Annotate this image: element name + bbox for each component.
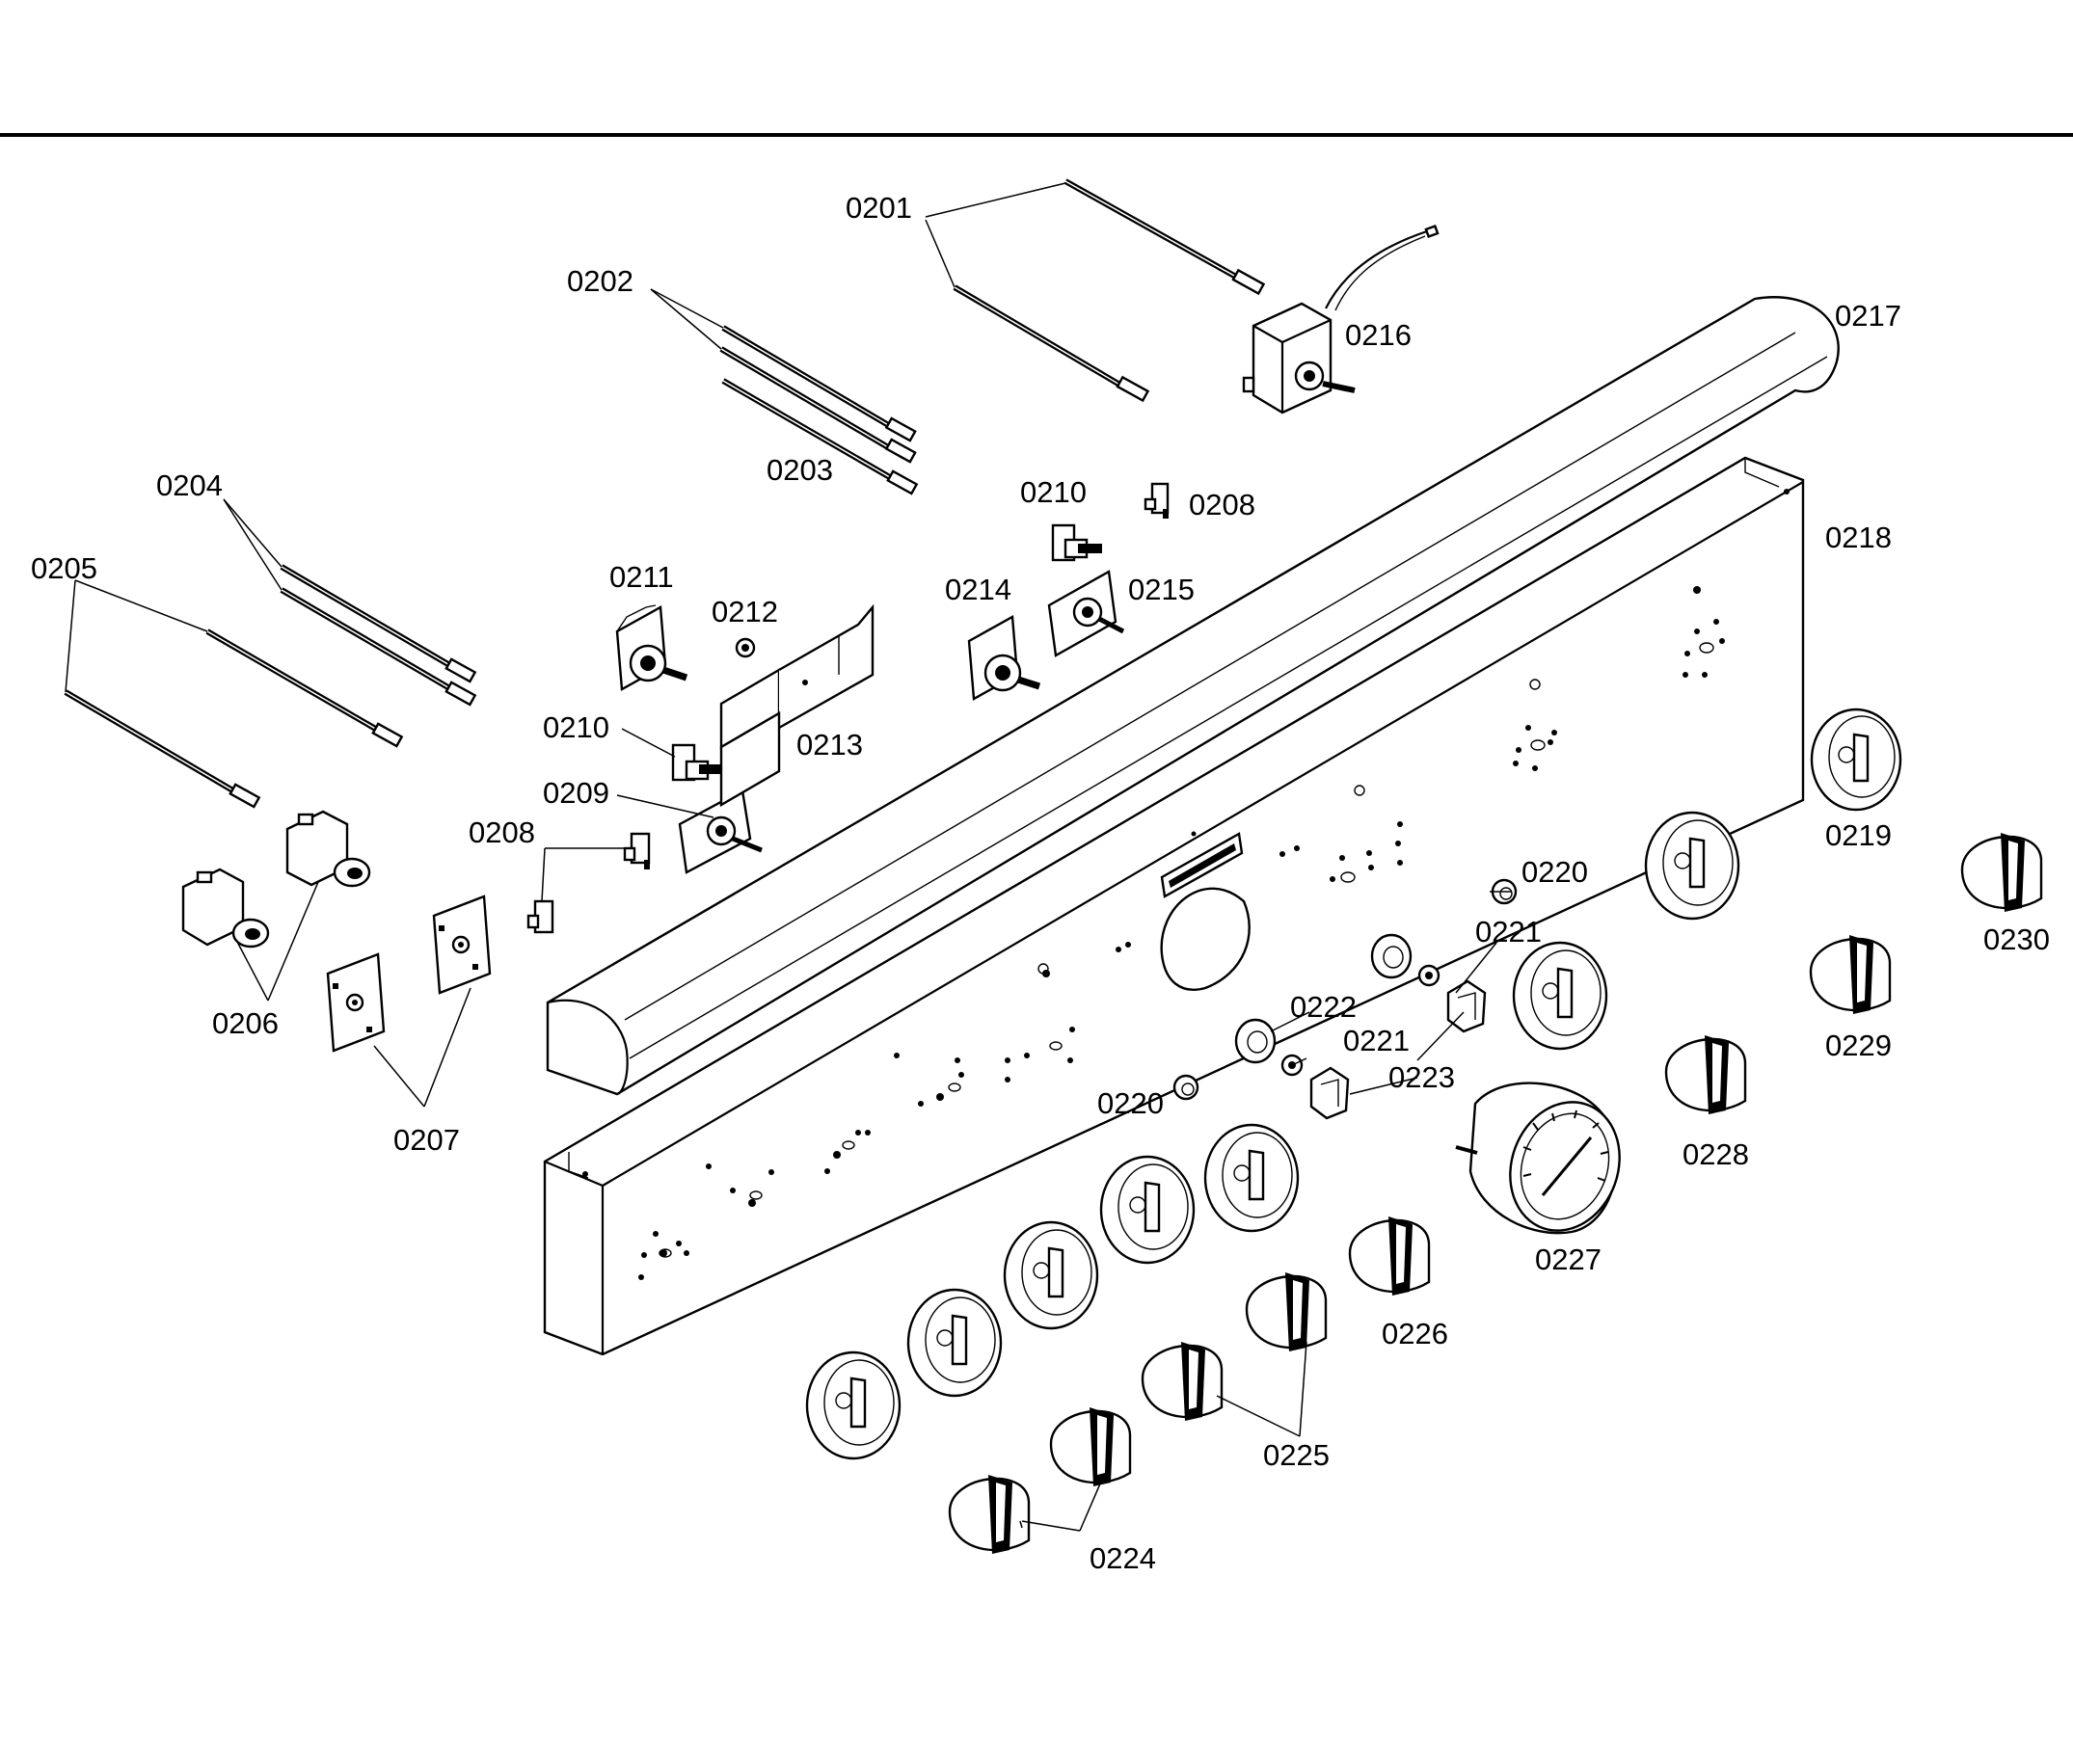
part-0212-grommet: [735, 637, 756, 658]
knob-spade-0224a: [948, 1475, 1031, 1554]
leader-lines: [65, 182, 1512, 1532]
label-0212: 0212: [712, 595, 778, 628]
label-0218: 0218: [1825, 521, 1892, 554]
part-0227-gauge: [1455, 1082, 1621, 1235]
knob-spade-0230: [1960, 833, 2043, 912]
label-0207: 0207: [393, 1123, 460, 1157]
label-0227: 0227: [1535, 1243, 1602, 1276]
label-0229: 0229: [1825, 1029, 1892, 1062]
label-0214: 0214: [945, 573, 1011, 606]
label-0225: 0225: [1263, 1438, 1330, 1472]
part-labels: 0201 0202 0203 0204 0205 0206 0207 0208 …: [31, 191, 2050, 1575]
part-0206-valve-b: [181, 868, 270, 949]
part-0204-rods: [280, 564, 477, 707]
label-0201: 0201: [846, 191, 912, 225]
part-0216-thermostat: [1242, 224, 1440, 414]
knob-spade-0229: [1809, 935, 1892, 1014]
label-0226: 0226: [1382, 1317, 1448, 1350]
part-0205-rods: [64, 628, 404, 809]
part-0202-0203-rods: [719, 325, 919, 495]
label-0216: 0216: [1345, 318, 1412, 352]
label-0220-b: 0220: [1097, 1086, 1164, 1120]
part-0217-trim-bar: [546, 296, 1840, 1096]
part-0201-rods: [953, 178, 1266, 403]
part-0223-bezel-b: [1309, 1066, 1350, 1120]
knob-spade-0224b: [1049, 1407, 1132, 1486]
part-0208-switch-c: [526, 899, 554, 934]
part-0213-bracket: [719, 603, 875, 808]
label-0215: 0215: [1128, 573, 1195, 606]
label-0220-a: 0220: [1521, 855, 1588, 889]
knob-round-8: [1810, 708, 1902, 812]
knob-round-5: [1203, 1123, 1300, 1233]
label-0209: 0209: [543, 776, 609, 810]
part-0210-toggle-b: [671, 743, 723, 782]
panel-hole-pattern: [638, 586, 1725, 1280]
part-0214-rotary-switch: [967, 615, 1041, 701]
label-0223: 0223: [1388, 1060, 1455, 1094]
part-0221-nut-a: [1417, 964, 1440, 987]
knob-round-1: [805, 1350, 902, 1460]
label-0222: 0222: [1290, 990, 1357, 1024]
part-0208-switch-a: [1144, 482, 1170, 519]
knob-round-7: [1644, 811, 1740, 921]
part-0220-grommet-b: [1172, 1074, 1199, 1101]
label-0224: 0224: [1090, 1541, 1156, 1575]
label-0228: 0228: [1683, 1137, 1749, 1171]
part-0215-switch-plate: [1047, 570, 1125, 657]
knob-spade-0225b: [1245, 1272, 1328, 1351]
part-0210-toggle-a: [1051, 523, 1102, 562]
part-0223-bezel-a: [1446, 979, 1487, 1033]
part-0222-washer-b: [1234, 1018, 1277, 1064]
knob-spade-0228: [1664, 1035, 1747, 1114]
label-0203: 0203: [767, 453, 833, 487]
part-0211-rotary-switch: [615, 604, 688, 691]
part-0222-washer-a: [1370, 933, 1413, 979]
knob-spade-0225a: [1141, 1342, 1224, 1421]
label-0205: 0205: [31, 551, 97, 585]
knob-spade-0226: [1348, 1216, 1431, 1296]
label-0206: 0206: [212, 1006, 279, 1040]
label-0211: 0211: [609, 560, 674, 594]
part-0207-board-a: [326, 952, 386, 1053]
label-0217: 0217: [1835, 299, 1901, 333]
part-0218-control-panel: [543, 456, 1805, 1356]
knob-round-4: [1099, 1155, 1196, 1265]
knob-round-2: [906, 1288, 1003, 1398]
label-0204: 0204: [156, 468, 223, 502]
part-0209-switch-plate: [678, 788, 763, 874]
label-0221-b: 0221: [1343, 1024, 1410, 1057]
label-0219: 0219: [1825, 818, 1892, 852]
part-0208-switch-b: [623, 832, 651, 869]
label-0230: 0230: [1983, 922, 2050, 956]
knob-round-3: [1003, 1220, 1099, 1330]
label-0208-a: 0208: [1189, 488, 1255, 521]
label-0210-b: 0210: [543, 710, 609, 744]
knob-round-6: [1512, 941, 1608, 1051]
label-0221-a: 0221: [1475, 915, 1542, 949]
part-0207-board-b: [432, 895, 492, 995]
label-0208-b: 0208: [469, 815, 535, 849]
label-0210-a: 0210: [1020, 475, 1087, 509]
label-0202: 0202: [567, 264, 633, 298]
part-0206-valve-a: [285, 810, 371, 888]
label-0213: 0213: [796, 728, 863, 762]
